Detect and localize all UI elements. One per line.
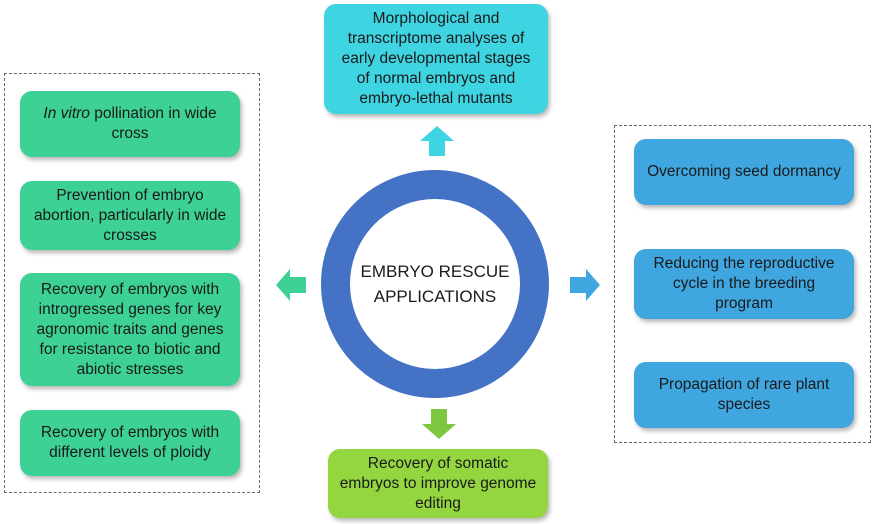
arrow-down-icon [422,409,456,439]
arrow-left-icon [276,269,306,301]
top-box-text: Morphological and transcriptome analyses… [341,10,531,107]
left-box-2: Prevention of embryo abortion, particula… [20,181,240,250]
right-box-3: Propagation of rare plant species [634,362,854,428]
bottom-box: Recovery of somatic embryos to improve g… [328,449,548,518]
top-box: Morphological and transcriptome analyses… [324,4,548,114]
right-box-2-text: Reducing the reproductive cycle in the b… [653,255,835,312]
center-title-line1: EMBRYO RESCUE [360,262,510,281]
bottom-box-text: Recovery of somatic embryos to improve g… [339,454,537,512]
left-box-2-text: Prevention of embryo abortion, particula… [33,186,227,244]
center-title-line2: APPLICATIONS [373,287,497,306]
left-group-container [4,73,260,493]
arrow-up-icon [420,126,454,156]
right-box-3-text: Propagation of rare plant species [658,376,830,413]
left-box-1-text: In vitro pollination in wide cross [30,104,230,144]
right-box-1: Overcoming seed dormancy [634,139,854,205]
left-box-1: In vitro pollination in wide cross [20,91,240,157]
left-box-1-italic: In vitro [43,105,90,122]
right-box-2: Reducing the reproductive cycle in the b… [634,249,854,319]
left-box-4-text: Recovery of embryos with different level… [40,424,220,461]
left-box-3: Recovery of embryos with introgressed ge… [20,273,240,386]
left-box-3-text: Recovery of embryos with introgressed ge… [36,280,224,378]
right-group-container [614,125,871,443]
left-box-4: Recovery of embryos with different level… [20,410,240,476]
right-box-1-text: Overcoming seed dormancy [647,163,841,180]
center-title: EMBRYO RESCUE APPLICATIONS [321,170,549,398]
left-box-1-rest: pollination in wide cross [89,105,217,142]
arrow-right-icon [570,269,600,301]
